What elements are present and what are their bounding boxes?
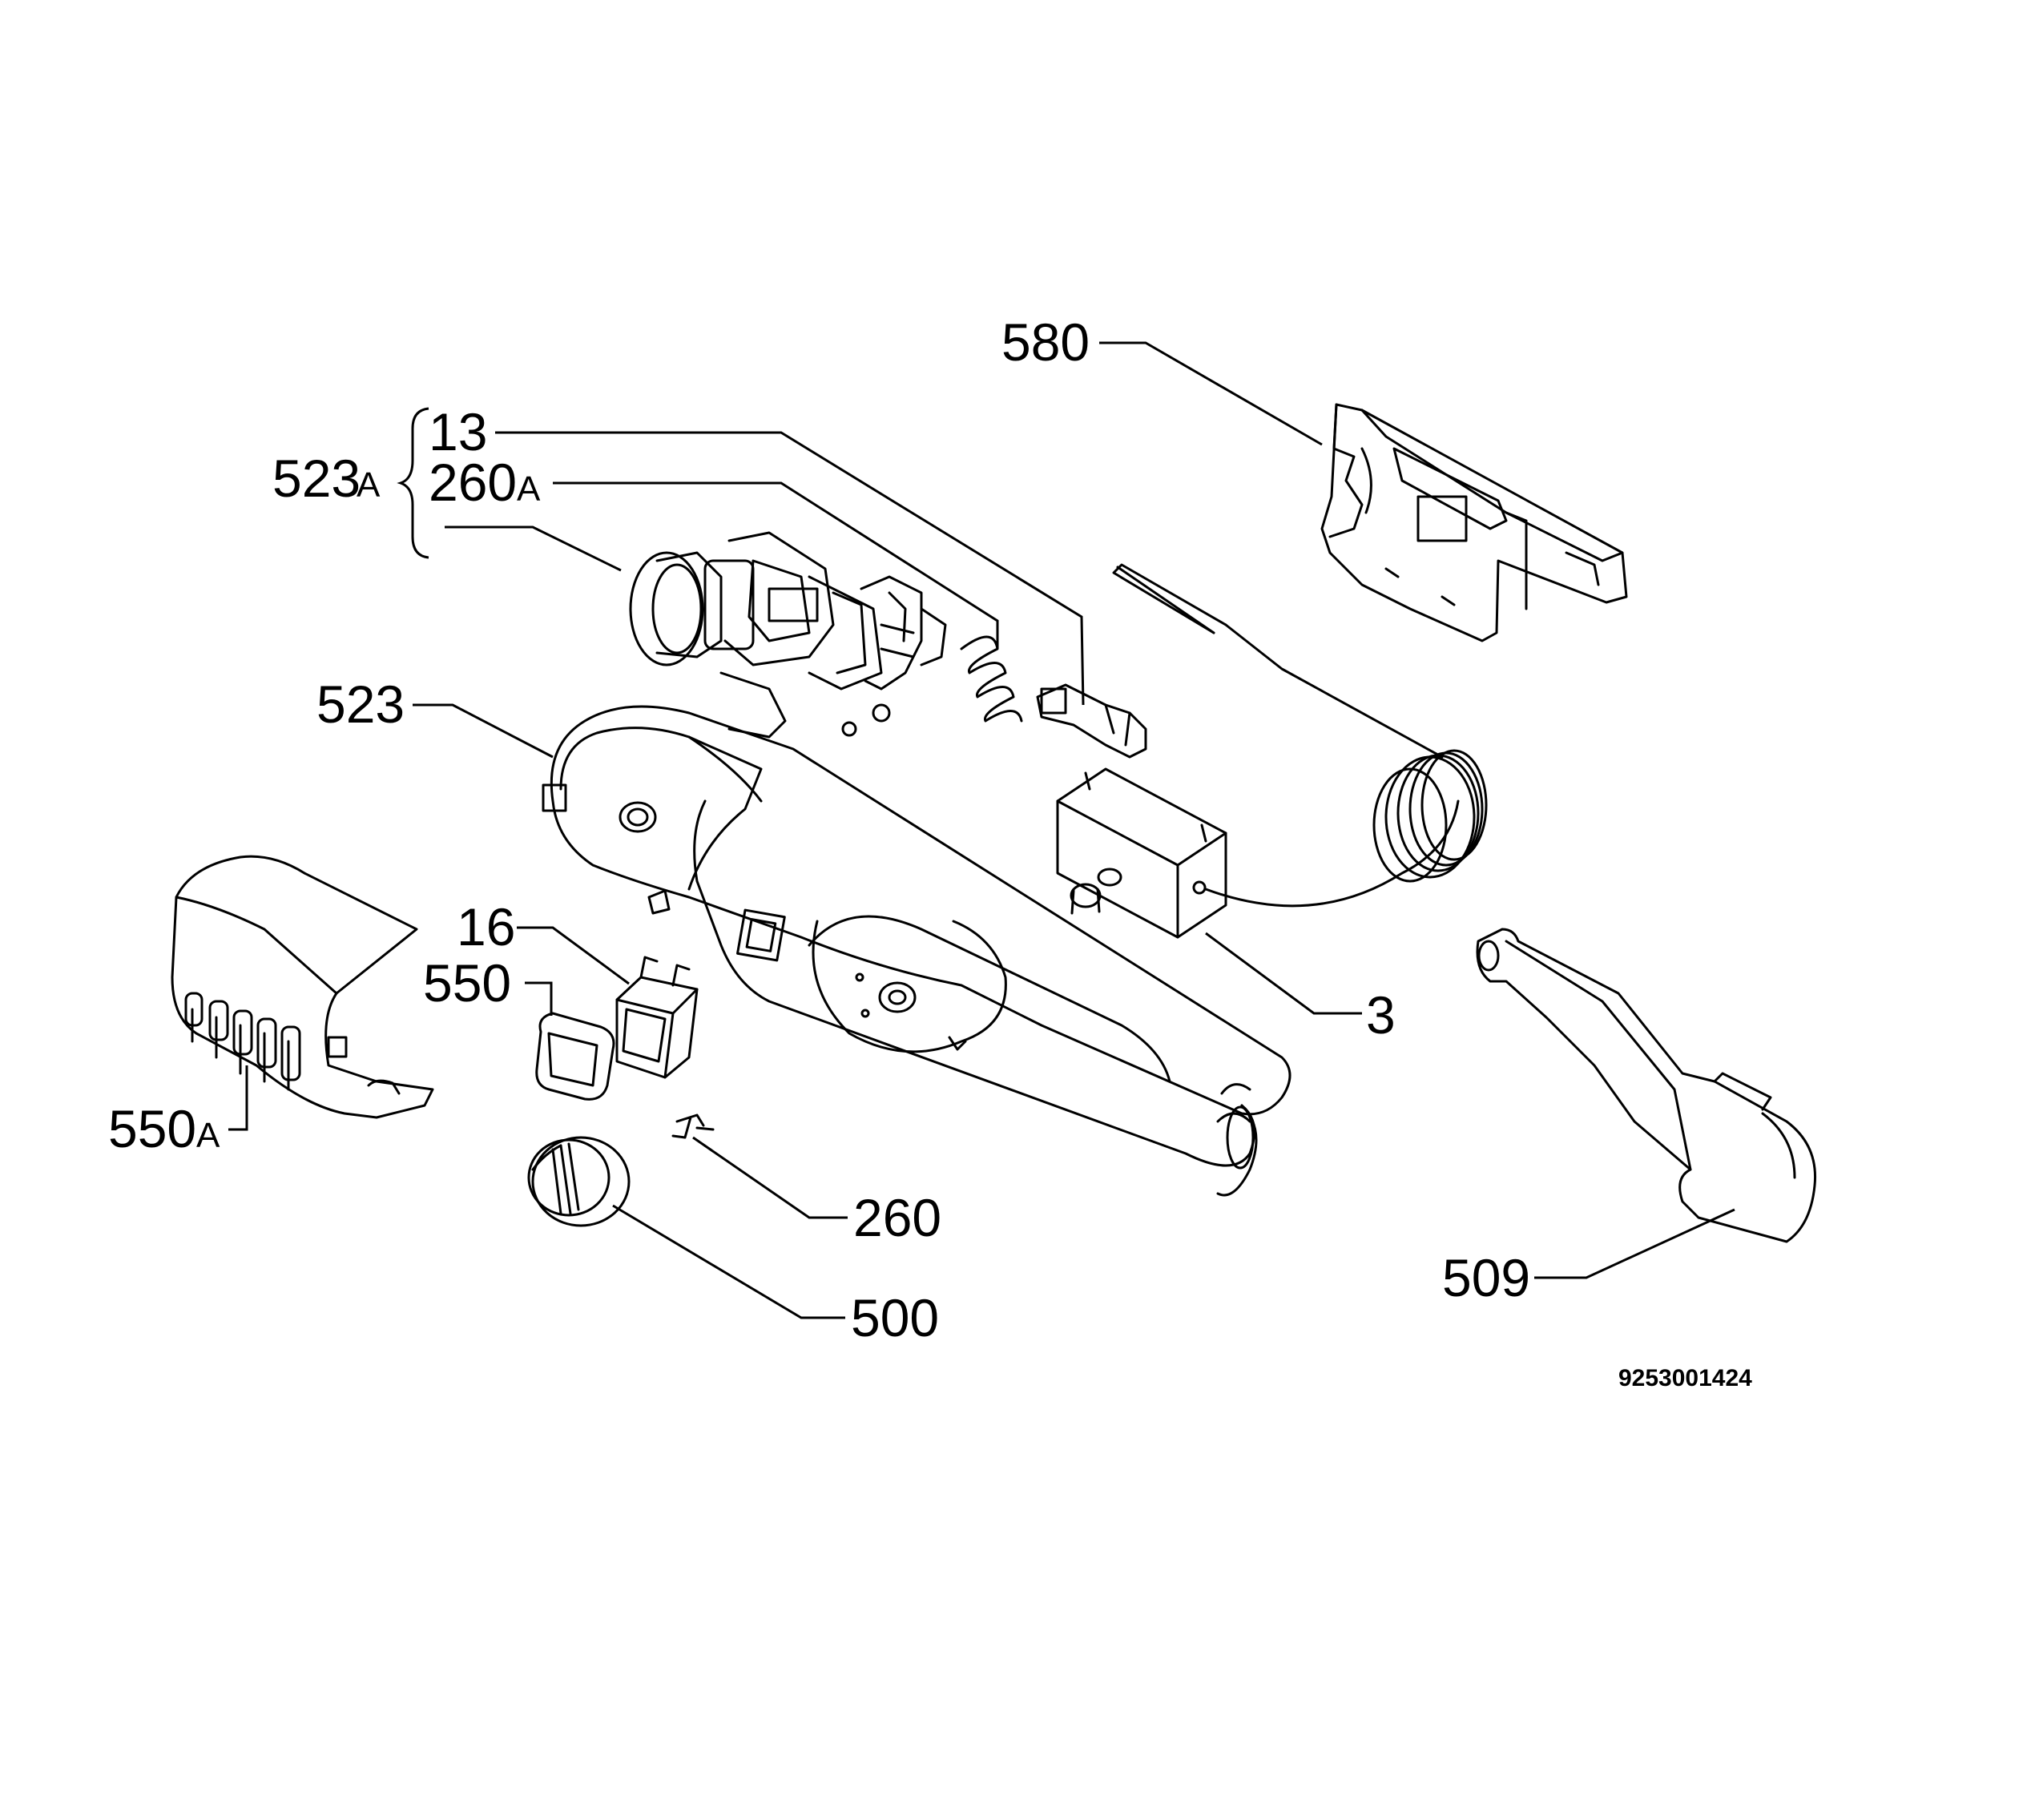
part-550-lens: [535, 1012, 615, 1101]
part-523-housing: [542, 705, 1291, 1197]
part-260a-spring: [960, 635, 1023, 723]
leader-260a: [553, 481, 999, 649]
leader-550a: [228, 1065, 248, 1131]
leader-lines: [228, 341, 1735, 1319]
label-260a-number: 260: [429, 453, 517, 512]
label-523a-suffix: A: [357, 465, 381, 505]
part-500-knob: [527, 1136, 631, 1227]
part-16-switch: [615, 956, 699, 1079]
leader-500: [612, 1204, 845, 1319]
label-580: 580: [1001, 312, 1090, 372]
label-523a-number: 523: [272, 449, 361, 508]
part-13-actuator: [1036, 683, 1147, 759]
label-260a-suffix: A: [517, 469, 541, 509]
leader-260: [692, 1136, 848, 1219]
leader-3: [1205, 932, 1362, 1015]
callout-labels: 580 13 523 A 260 A 523 16 550 550 A 3 26…: [108, 312, 1752, 1391]
label-13: 13: [429, 402, 487, 461]
label-3: 3: [1366, 985, 1396, 1045]
leader-523: [413, 703, 554, 759]
label-550a-number: 550: [108, 1099, 196, 1158]
label-260: 260: [853, 1188, 941, 1247]
part-550a-cover: [171, 855, 434, 1119]
label-550a-suffix: A: [196, 1116, 220, 1155]
label-500: 500: [851, 1288, 939, 1347]
part-523a-switch-assembly: [629, 531, 947, 739]
part-3-thermostat: [1056, 563, 1488, 939]
reference-number: 9253001424: [1618, 1365, 1752, 1391]
leader-523a: [445, 525, 622, 572]
label-509: 509: [1442, 1248, 1530, 1307]
part-260-clip: [671, 1113, 715, 1139]
label-16: 16: [457, 897, 515, 956]
label-550: 550: [423, 953, 511, 1013]
leader-580: [1099, 341, 1323, 446]
leader-16: [517, 926, 630, 985]
leader-509: [1534, 1208, 1735, 1279]
label-523: 523: [316, 674, 405, 734]
group-bracket-523a: [397, 407, 429, 559]
part-509-lever: [1476, 928, 1817, 1243]
part-580-bracket: [1320, 403, 1628, 642]
leader-13: [495, 431, 1085, 706]
leader-550: [525, 981, 553, 1016]
